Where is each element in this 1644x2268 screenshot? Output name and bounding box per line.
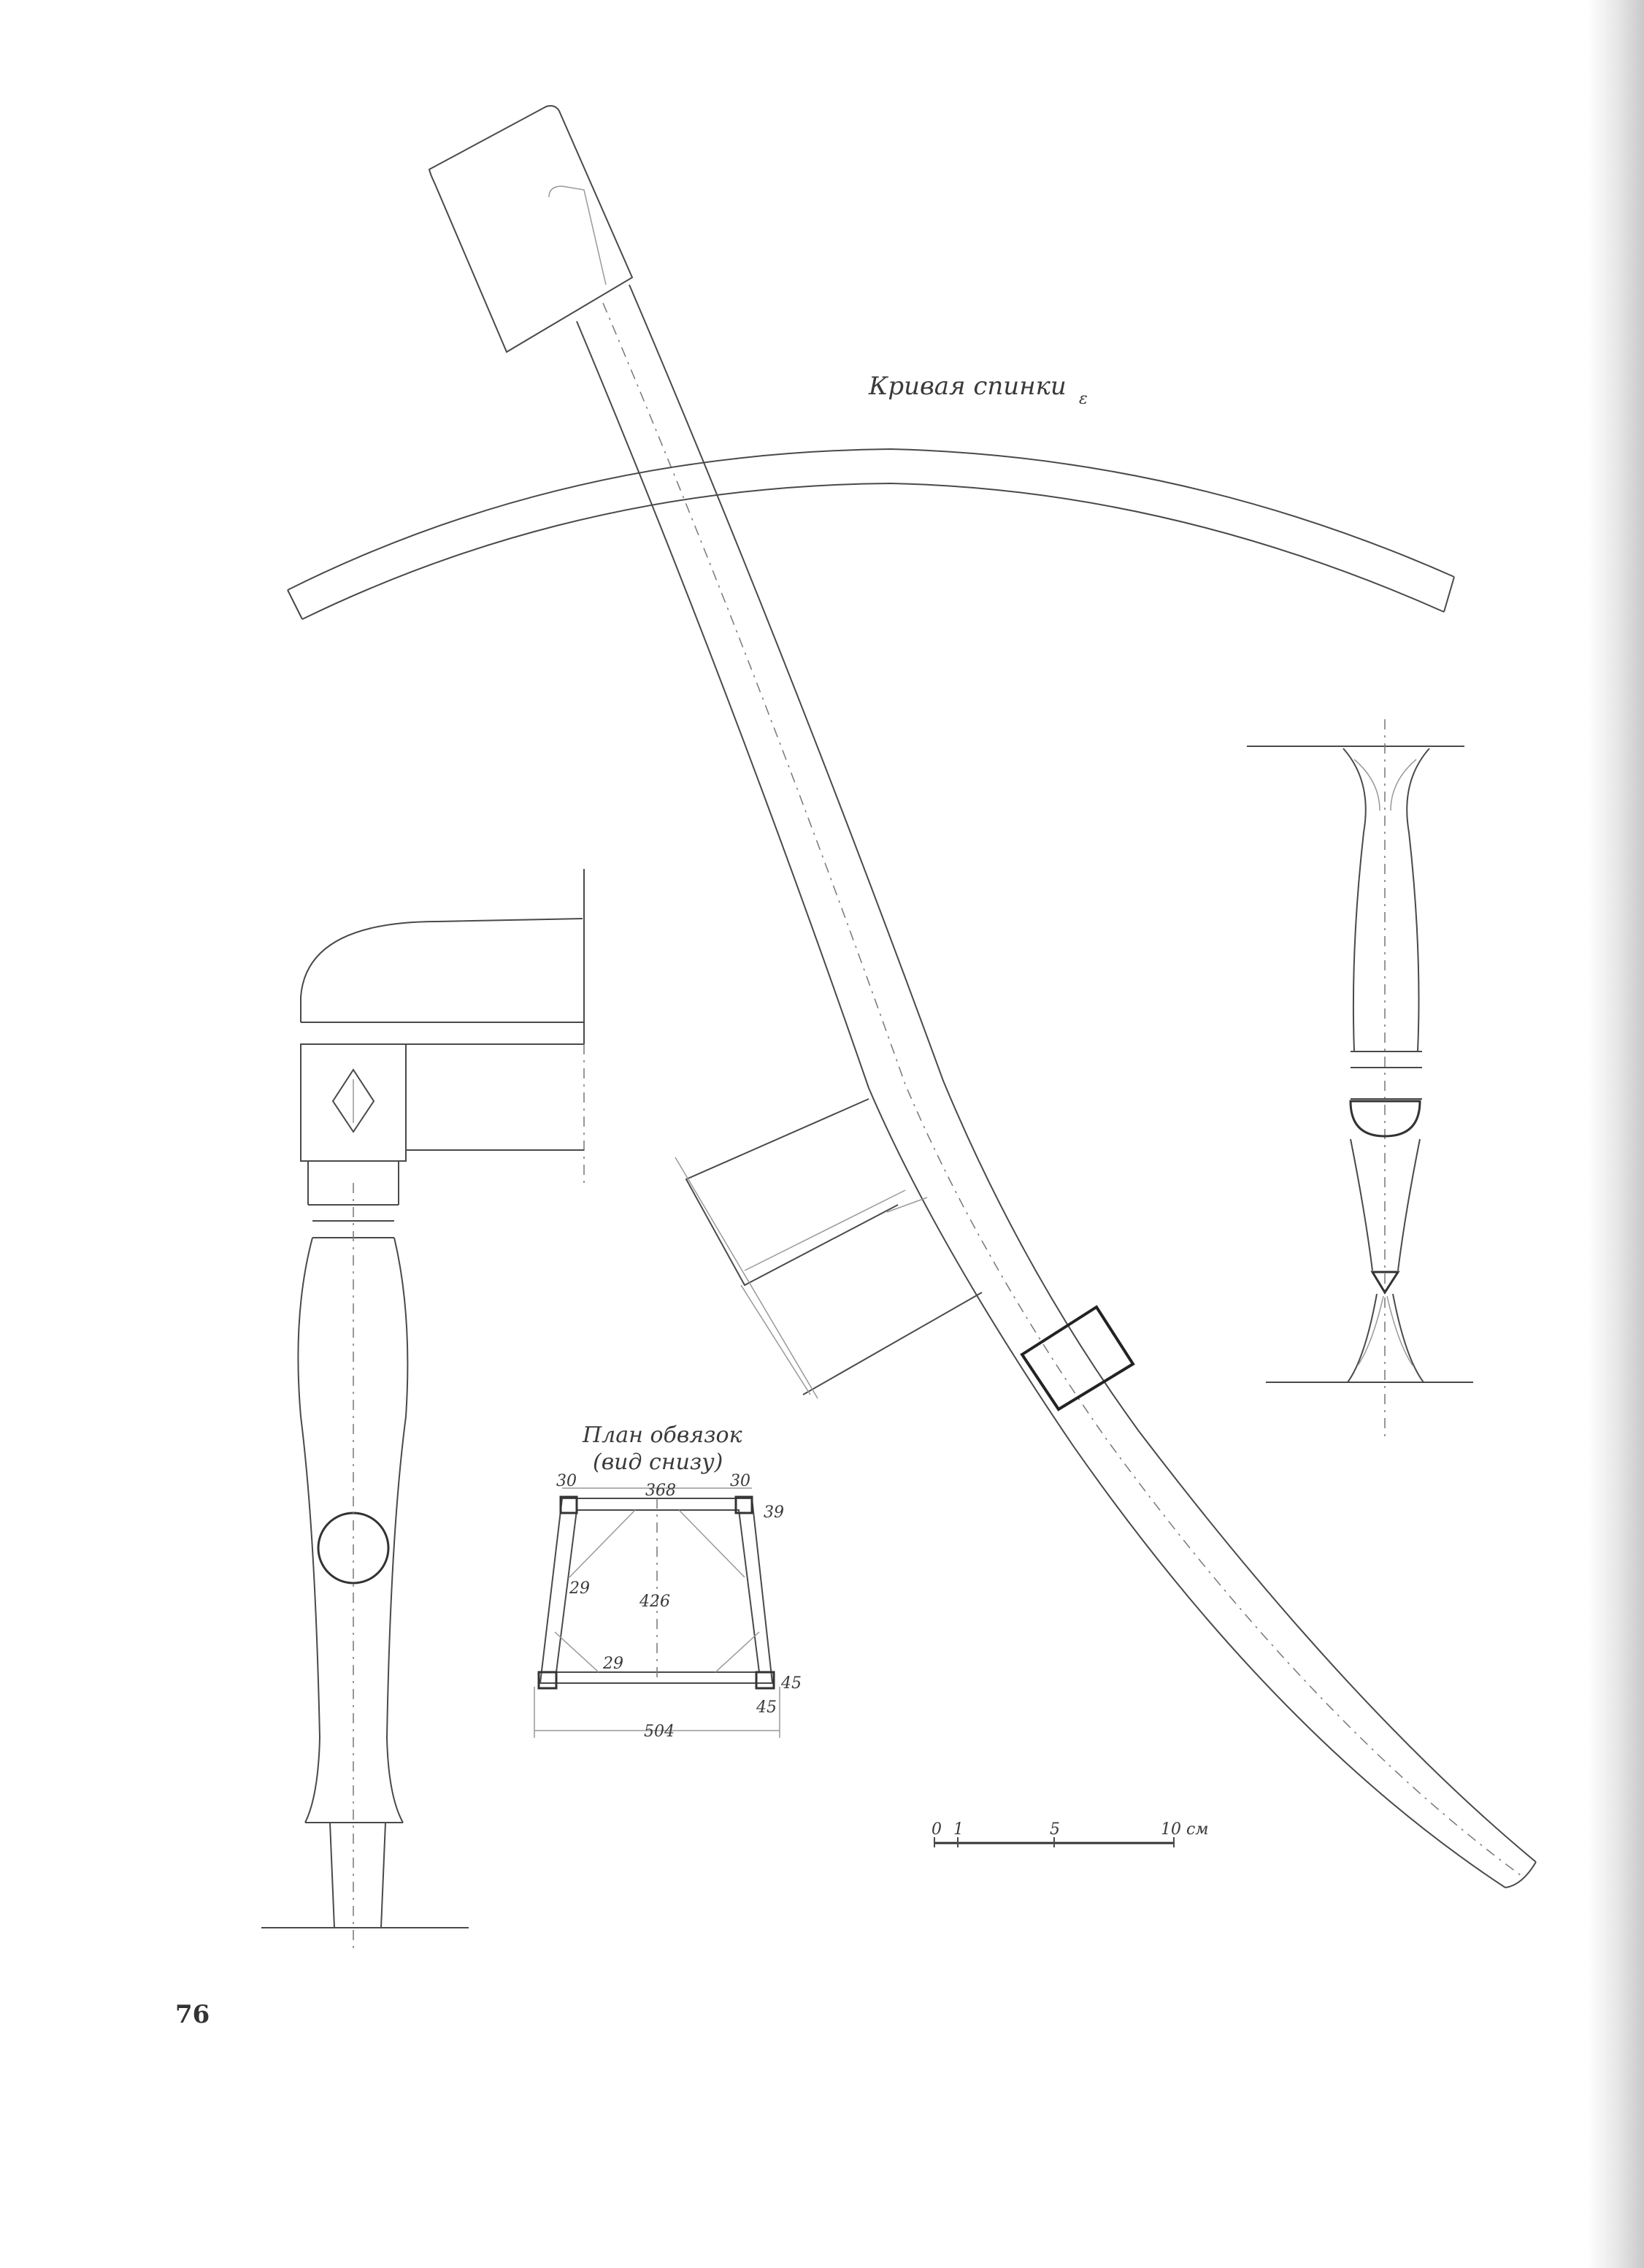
plan-title-line2: (вид снизу) xyxy=(593,1449,723,1475)
page-spine-shadow xyxy=(1588,0,1644,2268)
page-number: 76 xyxy=(175,2000,210,2029)
dim-top-left: 30 xyxy=(556,1472,577,1490)
half-round-section xyxy=(1349,1100,1421,1138)
triangle-section xyxy=(1370,1271,1400,1295)
dim-right-bottom: 45 xyxy=(780,1674,802,1693)
back-curve xyxy=(287,448,1455,620)
dim-bottom-inner: 29 xyxy=(602,1655,623,1673)
dim-top-right: 30 xyxy=(730,1472,750,1490)
turned-leg-right xyxy=(1247,719,1473,1442)
scale-tick-1: 1 xyxy=(953,1820,964,1839)
dim-right-bottom-2: 45 xyxy=(756,1698,777,1717)
label-mark: ε xyxy=(1079,390,1088,408)
scale-tick-10: 10 см xyxy=(1161,1820,1209,1839)
scale-bar xyxy=(934,1837,1175,1847)
scale-tick-5: 5 xyxy=(1050,1820,1060,1839)
scale-tick-0: 0 xyxy=(932,1820,942,1839)
dim-left-side: 29 xyxy=(569,1579,590,1598)
back-curve-label: Кривая спинки xyxy=(868,372,1067,401)
dim-top-middle: 368 xyxy=(645,1482,676,1500)
diamond-inlay xyxy=(331,1068,375,1133)
rail-plan xyxy=(534,1487,780,1738)
back-leg-profile xyxy=(428,104,1537,1888)
front-leg-left xyxy=(261,869,585,1950)
dim-center-depth: 426 xyxy=(639,1593,670,1611)
dim-right-top: 39 xyxy=(764,1503,784,1522)
plan-title-line1: План обвязок xyxy=(582,1422,742,1448)
dim-overall-width: 504 xyxy=(644,1723,675,1741)
mortise-rectangle xyxy=(1020,1305,1135,1411)
